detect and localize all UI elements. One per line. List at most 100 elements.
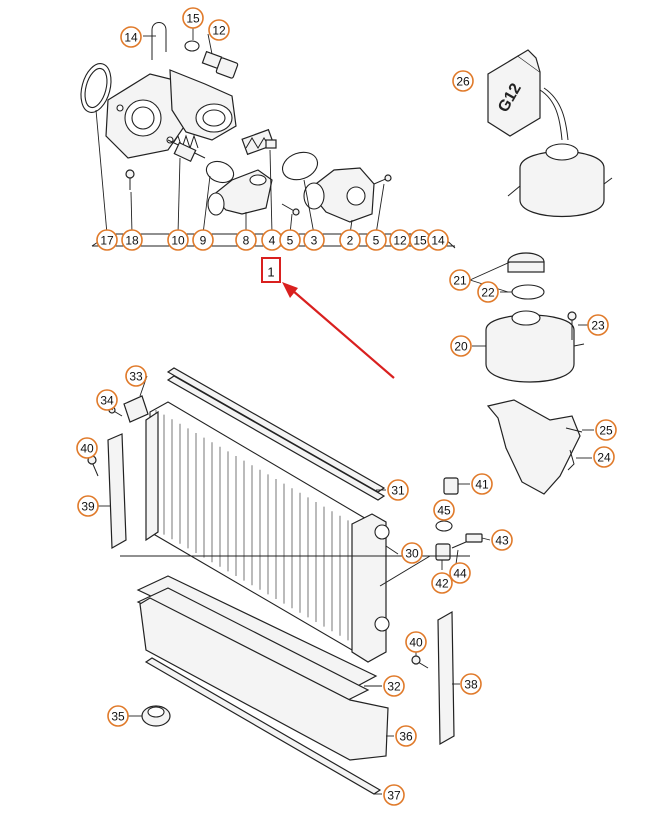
callout-number: 32: [387, 680, 401, 694]
callout-30: 30: [401, 542, 423, 564]
callout-2: 2: [339, 229, 361, 251]
callout-9: 9: [192, 229, 214, 251]
thermostat: [167, 134, 206, 163]
callout-number: 37: [387, 789, 401, 803]
coolant-sensor: [443, 477, 459, 495]
callout-40: 40: [405, 631, 427, 653]
callout-39: 39: [77, 495, 99, 517]
callout-number: 14: [124, 31, 138, 45]
callout-number: 24: [597, 451, 611, 465]
callout-number: 18: [125, 234, 139, 248]
callout-ring: [96, 389, 118, 411]
callout-ring: [587, 314, 609, 336]
callout-ring: [449, 562, 471, 584]
callout-14: 14: [427, 229, 449, 251]
callout-number: 22: [481, 286, 495, 300]
callout-24: 24: [593, 446, 615, 468]
callout-44: 44: [449, 562, 471, 584]
callout-number: 20: [454, 340, 468, 354]
screw: [373, 174, 392, 185]
callout-number: 39: [81, 500, 95, 514]
callout-22: 22: [477, 281, 499, 303]
callout-38: 38: [460, 673, 482, 695]
callout-number: 40: [80, 442, 94, 456]
callout-45: 45: [433, 499, 455, 521]
screw: [125, 169, 135, 190]
callout-41: 41: [471, 473, 493, 495]
callout-32: 32: [383, 675, 405, 697]
callout-15: 15: [409, 229, 431, 251]
callout-12: 12: [389, 229, 411, 251]
callout-26: 26: [452, 70, 474, 92]
callout-ring: [595, 419, 617, 441]
highlighted-part-1: 1: [261, 257, 281, 283]
callout-33: 33: [125, 365, 147, 387]
lower-rail: [144, 657, 382, 795]
callout-number: 35: [111, 710, 125, 724]
callout-15: 15: [182, 7, 204, 29]
callout-ring: [433, 499, 455, 521]
thermostat-assembly: [80, 22, 456, 249]
callout-number: 44: [453, 567, 467, 581]
callout-ring: [450, 335, 472, 357]
callout-number: 41: [475, 478, 489, 492]
callout-number: 2: [347, 234, 354, 248]
callout-number: 23: [591, 319, 605, 333]
callout-25: 25: [595, 419, 617, 441]
callout-number: 5: [287, 234, 294, 248]
callout-ring: [76, 437, 98, 459]
callout-ring: [460, 673, 482, 695]
side-bracket-right: [437, 610, 455, 746]
callout-ring: [121, 229, 143, 251]
callout-10: 10: [167, 229, 189, 251]
callout-ring: [401, 542, 423, 564]
rubber-mount: [123, 395, 149, 423]
sensor-clip: [451, 541, 467, 549]
rubber-mount-bottom: [141, 705, 171, 727]
expansion-tank-fill: [507, 143, 613, 218]
coolant-sensor: [435, 543, 451, 561]
callout-ring: [208, 19, 230, 41]
callout-4: 4: [261, 229, 283, 251]
coolant-housing: [307, 167, 375, 223]
callout-31: 31: [387, 479, 409, 501]
callout-ring: [431, 572, 453, 594]
callout-number: 15: [413, 234, 427, 248]
coolant-bottle: G12: [487, 49, 569, 141]
callout-number: 30: [405, 547, 419, 561]
callout-42: 42: [431, 572, 453, 594]
callout-number: 38: [464, 678, 478, 692]
callout-3: 3: [303, 229, 325, 251]
radiator: [87, 367, 491, 795]
callout-number: 10: [171, 234, 185, 248]
callout-ring: [593, 446, 615, 468]
callout-number: 3: [311, 234, 318, 248]
expansion-tank: [469, 252, 594, 495]
callout-ring: [96, 229, 118, 251]
callout-number: 5: [373, 234, 380, 248]
callout-ring: [477, 281, 499, 303]
callout-5: 5: [365, 229, 387, 251]
callout-36: 36: [395, 725, 417, 747]
callout-number: 34: [100, 394, 114, 408]
temperature-sender: [201, 50, 239, 79]
callout-ring: [235, 229, 257, 251]
callout-ring: [167, 229, 189, 251]
callout-35: 35: [107, 705, 129, 727]
callout-ring: [383, 784, 405, 806]
callout-number: 26: [456, 75, 470, 89]
callout-ring: [125, 365, 147, 387]
callout-37: 37: [383, 784, 405, 806]
callout-8: 8: [235, 229, 257, 251]
callout-number: 36: [399, 730, 413, 744]
callout-23: 23: [587, 314, 609, 336]
callout-number: 33: [129, 370, 143, 384]
callout-number: 17: [100, 234, 114, 248]
callout-40: 40: [76, 437, 98, 459]
side-bracket-left: [107, 433, 127, 550]
callout-ring: [491, 529, 513, 551]
screw: [281, 203, 300, 216]
callout-number: 15: [186, 12, 200, 26]
callout-number: 8: [243, 234, 250, 248]
